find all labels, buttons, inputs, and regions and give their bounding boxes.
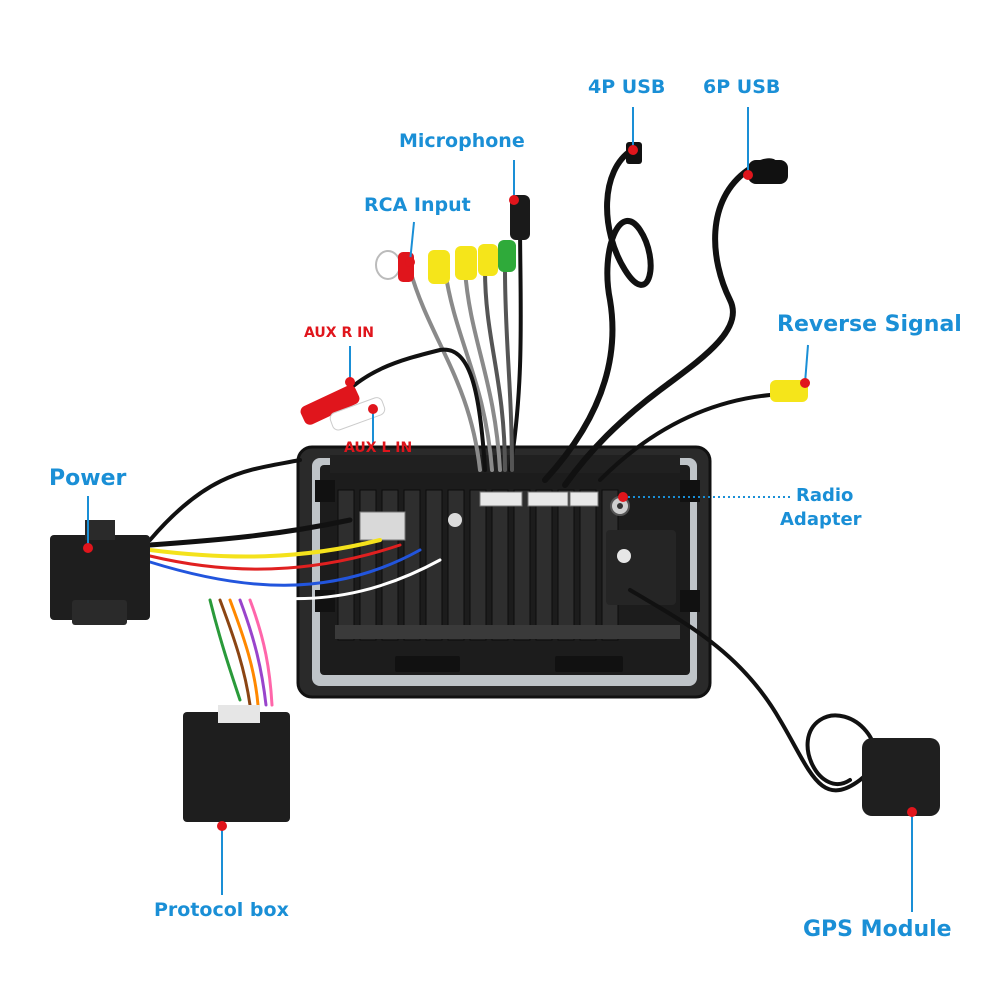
label-rca-input: RCA Input [364, 194, 471, 216]
label-aux-l-in: AUX L IN [344, 440, 413, 456]
label-radio-adapter-line2: Adapter [780, 509, 862, 530]
gps-module-device [862, 738, 940, 816]
leader-lines [87, 107, 913, 912]
red-dot-markers [83, 145, 917, 831]
label-radio-adapter-line1: Radio [796, 485, 854, 506]
label-reverse-signal: Reverse Signal [777, 312, 962, 337]
label-4p-usb: 4P USB [588, 76, 666, 98]
label-aux-r-in: AUX R IN [304, 325, 375, 341]
reverse-plug [770, 380, 808, 402]
rca-plugs [375, 195, 530, 284]
power-connector [50, 520, 150, 625]
label-power: Power [49, 466, 127, 491]
usb-connectors [626, 142, 788, 184]
label-microphone: Microphone [399, 130, 525, 152]
head-unit [296, 445, 712, 699]
label-gps-module: GPS Module [803, 917, 952, 942]
label-6p-usb: 6P USB [703, 76, 781, 98]
label-protocol-box: Protocol box [154, 899, 289, 921]
protocol-box-device [183, 705, 290, 822]
